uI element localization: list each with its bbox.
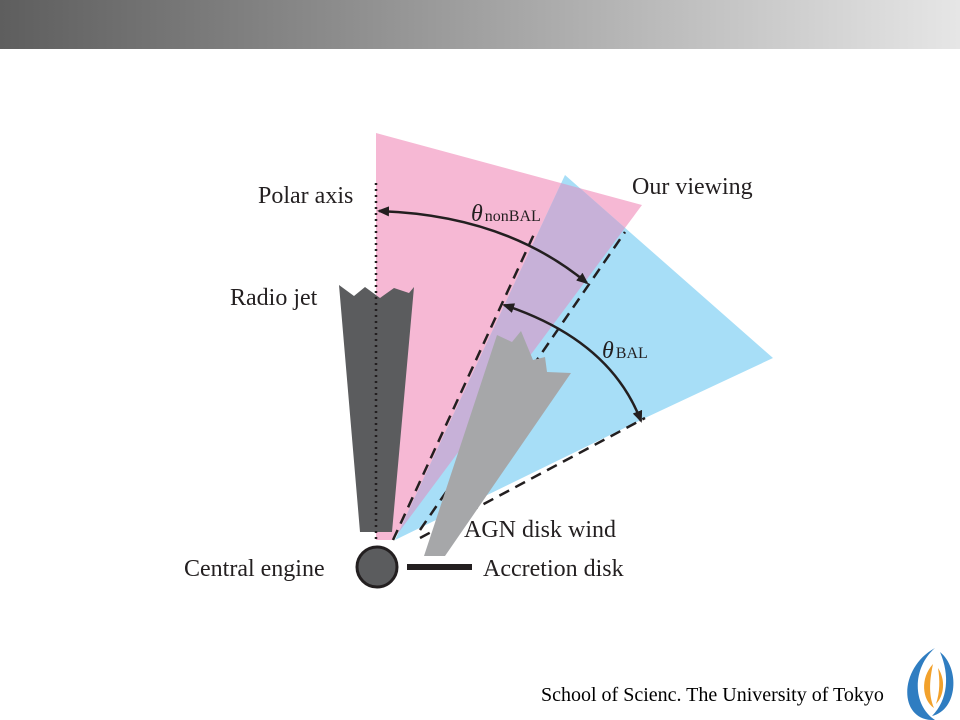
viewing-boundary-inner	[391, 231, 537, 541]
our-viewing-label: Our viewing	[632, 174, 753, 200]
title-bar	[0, 0, 960, 49]
theta-nonbal-arrow	[377, 206, 589, 285]
theta-bal-arrow	[502, 303, 643, 423]
footer-text: School of Scienc. The University of Toky…	[541, 684, 884, 706]
accretion-disk-label: Accretion disk	[483, 556, 624, 582]
central-engine	[355, 545, 399, 589]
central-engine-label: Central engine	[184, 556, 325, 582]
agn-disk-wind-label: AGN disk wind	[464, 517, 616, 543]
polar-axis-label: Polar axis	[258, 183, 353, 209]
university-logo	[907, 648, 954, 720]
radio-jet-label: Radio jet	[230, 285, 318, 311]
radio-jet	[339, 285, 414, 532]
